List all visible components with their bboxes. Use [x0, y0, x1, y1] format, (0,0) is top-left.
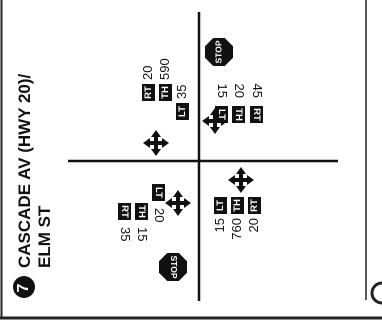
movement-right-lt: LT 15 — [215, 84, 230, 123]
movement-code: LT — [216, 109, 227, 120]
movement-code-box — [159, 84, 172, 101]
movement-right-rt: RT 45 — [250, 84, 265, 123]
movement-volume: 20 — [152, 208, 167, 222]
movement-bottom-rt: RT 20 — [246, 197, 261, 232]
arrows-bottom-approach — [228, 167, 254, 193]
movement-code: LT — [215, 200, 226, 211]
movement-volume: 20 — [246, 218, 261, 232]
approach-right: RT 45 TH 20 LT 15 — [215, 84, 265, 123]
panel-header: 7 CASCADE AV (HWY 20)/ ELM ST — [13, 73, 54, 298]
movement-code: TH — [233, 108, 244, 121]
stop-sign-label: STOP — [169, 256, 179, 279]
movement-code: TH — [232, 199, 243, 212]
panel-number: 7 — [15, 283, 32, 292]
approach-bottom: LT 15 TH 760 RT 20 — [212, 197, 261, 240]
panel-title-line-2: ELM ST — [35, 205, 54, 268]
stop-sign-top-right: STOP — [205, 38, 233, 66]
movement-top-th: TH 590 — [157, 58, 172, 101]
movement-code-box — [250, 106, 263, 123]
arrows-left-approach — [165, 190, 191, 216]
movement-code-box — [248, 197, 261, 214]
movement-code-box — [135, 203, 148, 220]
movement-top-lt: LT 35 — [174, 85, 189, 120]
movement-left-rt: RT 35 — [118, 203, 133, 241]
movement-code: RT — [143, 86, 154, 99]
movement-code-box — [232, 106, 245, 123]
movement-bottom-th: TH 760 — [229, 197, 244, 240]
movement-code: TH — [160, 86, 171, 99]
stop-sign-bottom-left: STOP — [159, 253, 187, 281]
movement-volume: 15 — [215, 84, 230, 98]
four-way-arrow-icon — [165, 190, 191, 216]
movement-code-box — [142, 84, 155, 101]
stop-sign-octagon — [205, 38, 233, 66]
next-panel-number-edge — [370, 281, 382, 305]
approach-top: RT 20 TH 590 LT 35 — [140, 58, 189, 120]
movement-code-box — [214, 197, 227, 214]
movement-volume: 15 — [135, 227, 150, 241]
movement-volume: 35 — [118, 227, 133, 241]
arrows-top-approach — [143, 130, 169, 156]
movement-left-th: TH 15 — [135, 203, 150, 241]
panel-number-badge — [13, 276, 35, 298]
four-way-arrow-icon — [228, 167, 254, 193]
movement-code: RT — [251, 108, 262, 121]
movement-code: LT — [177, 106, 188, 117]
movement-volume: 760 — [229, 218, 244, 240]
movement-code: LT — [153, 187, 164, 198]
movement-code-box — [215, 106, 228, 123]
stop-sign-octagon — [159, 253, 187, 281]
stop-sign-label: STOP — [213, 40, 223, 63]
movement-code-box — [176, 103, 189, 120]
movement-volume: 20 — [140, 66, 155, 80]
movement-code: TH — [136, 205, 147, 218]
movement-volume: 590 — [157, 58, 172, 80]
movement-left-lt: LT 20 — [152, 184, 167, 222]
movement-code: RT — [249, 199, 260, 212]
movement-code-box — [231, 197, 244, 214]
movement-code: RT — [119, 205, 130, 218]
movement-volume: 45 — [250, 84, 265, 98]
movement-volume: 35 — [174, 85, 189, 99]
movement-code-box — [152, 184, 165, 201]
four-way-arrow-icon — [143, 130, 169, 156]
movement-right-th: TH 20 — [232, 84, 247, 123]
movement-top-rt: RT 20 — [140, 66, 155, 101]
movement-bottom-lt: LT 15 — [212, 197, 227, 232]
panel-title-line-1: CASCADE AV (HWY 20)/ — [15, 73, 34, 268]
movement-code-box — [118, 203, 131, 220]
movement-volume: 15 — [212, 218, 227, 232]
approach-left: LT 20 TH 15 RT 35 — [118, 184, 167, 241]
movement-volume: 20 — [232, 84, 247, 98]
